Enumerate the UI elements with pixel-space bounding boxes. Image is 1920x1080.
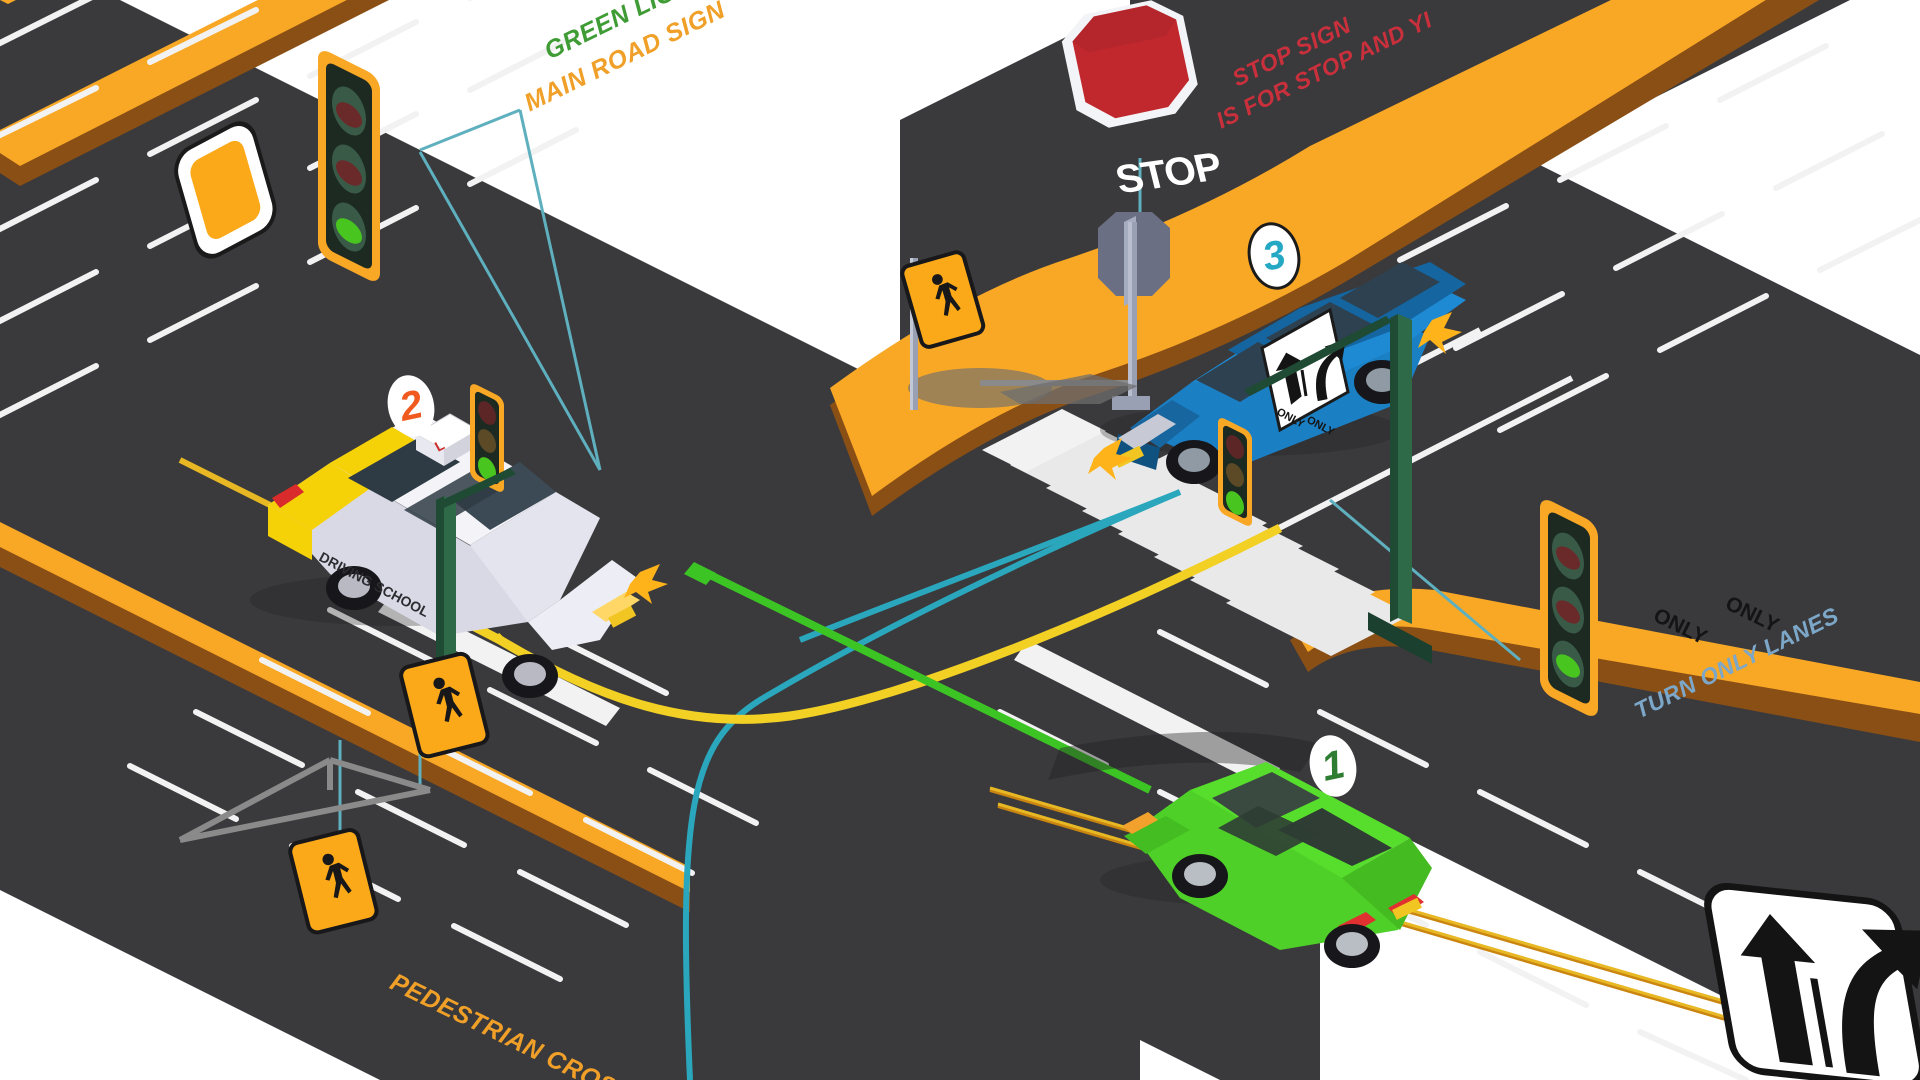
path-green xyxy=(698,566,1152,794)
path-teal xyxy=(682,489,1182,1080)
headlight-flash xyxy=(624,564,668,604)
path-green-cap xyxy=(684,562,716,585)
zebra-crossing-main xyxy=(1010,424,1411,656)
path-yellow xyxy=(492,523,1283,724)
path-teal-2 xyxy=(798,489,1182,643)
blue-car-front-flash xyxy=(1088,438,1132,480)
blue-car-rear-flash xyxy=(1418,312,1462,354)
turn-only-label-left: ONLY xyxy=(1650,604,1711,649)
